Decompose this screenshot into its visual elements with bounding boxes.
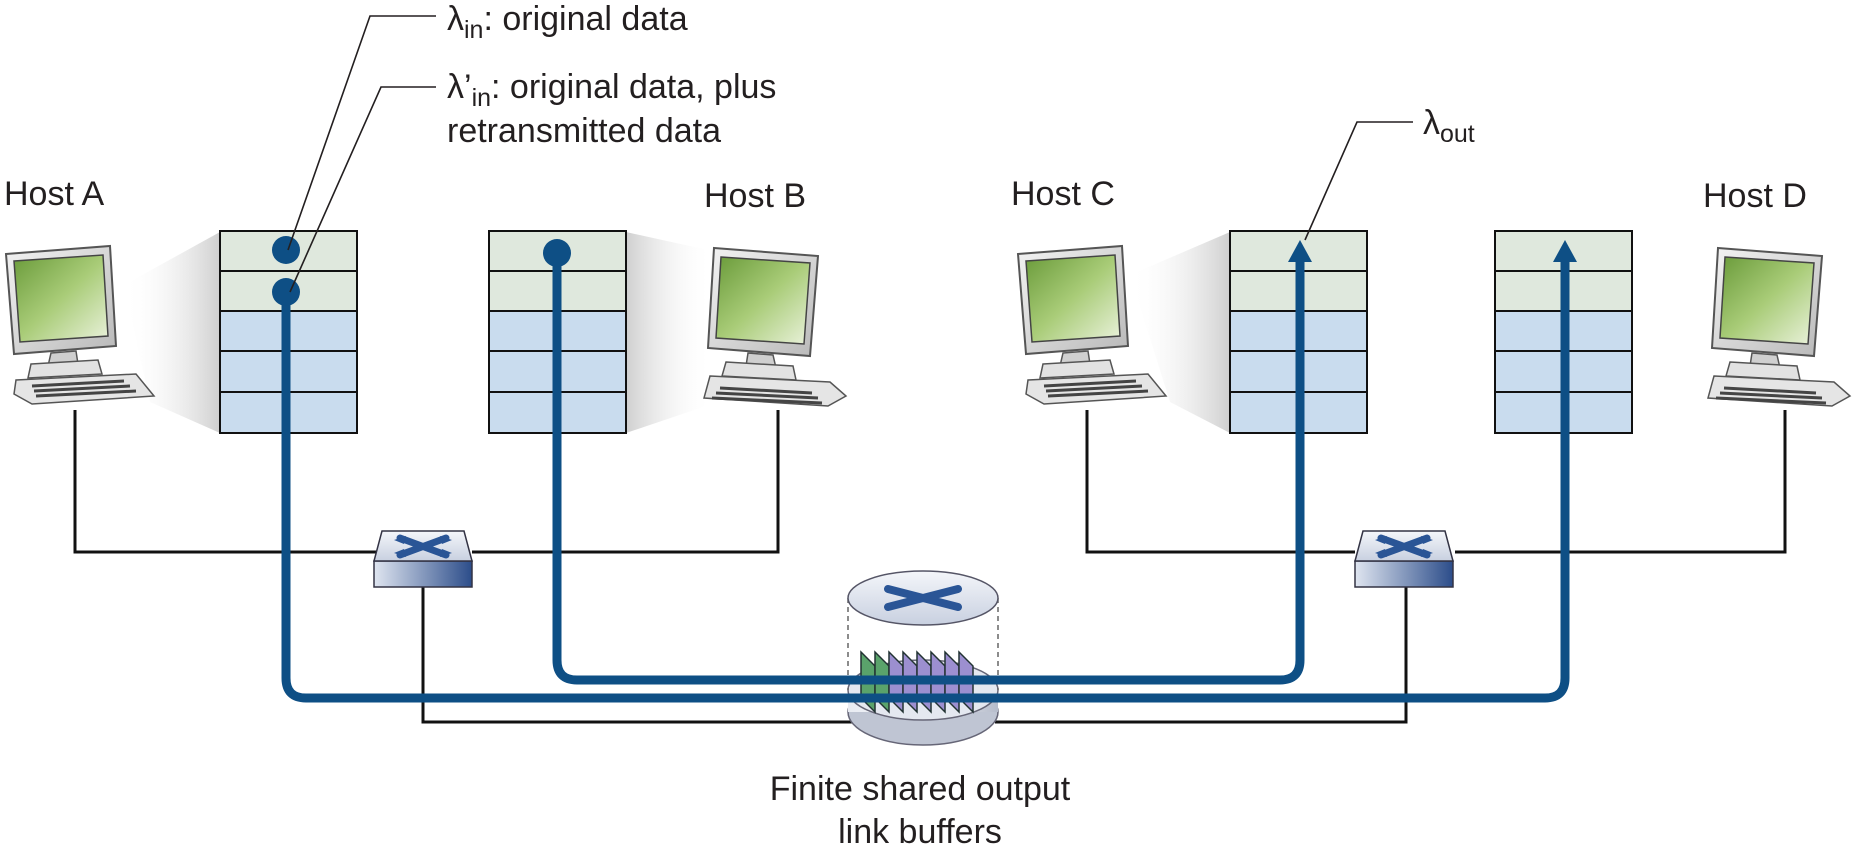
switch-icon-left <box>374 531 472 587</box>
lambda-in-label: λin: original data <box>447 0 688 44</box>
leader-line-lambda-in-prime <box>289 86 436 293</box>
router-caption-line1: Finite shared output <box>770 770 1071 808</box>
flow-origin-marker <box>543 239 571 267</box>
switch-icon-right <box>1355 531 1453 587</box>
computer-icon-host-d <box>1706 246 1852 408</box>
flow-host-a-to-host-d <box>281 250 1570 703</box>
host-a-label: Host A <box>4 175 104 213</box>
computer-icon-host-a <box>4 244 156 406</box>
router-caption-line2: link buffers <box>838 813 1002 851</box>
flow-host-b-to-host-c <box>552 248 1305 685</box>
computer-icon-host-b <box>702 246 848 408</box>
flow-origin-marker <box>272 236 300 264</box>
leader-line-lambda-out <box>1304 121 1413 241</box>
host-c-label: Host C <box>1011 175 1115 213</box>
host-b-label: Host B <box>704 177 806 215</box>
arrowhead-icon <box>1288 240 1312 262</box>
buffer-fan-b <box>626 232 712 433</box>
lambda-in-prime-label-line2: retransmitted data <box>447 112 721 150</box>
flow-origin-marker <box>272 278 300 306</box>
host-d-label: Host D <box>1703 177 1807 215</box>
data-flows <box>272 236 1577 703</box>
arrowhead-icon <box>1553 240 1577 262</box>
buffer-fan-c <box>1130 232 1230 433</box>
buffer-fan-a <box>124 232 220 433</box>
router-icon <box>847 570 999 746</box>
lambda-in-prime-label: λ’in: original data, plus <box>447 68 776 112</box>
leader-line-lambda-in <box>287 15 436 251</box>
lambda-out-label: λout <box>1423 104 1475 148</box>
